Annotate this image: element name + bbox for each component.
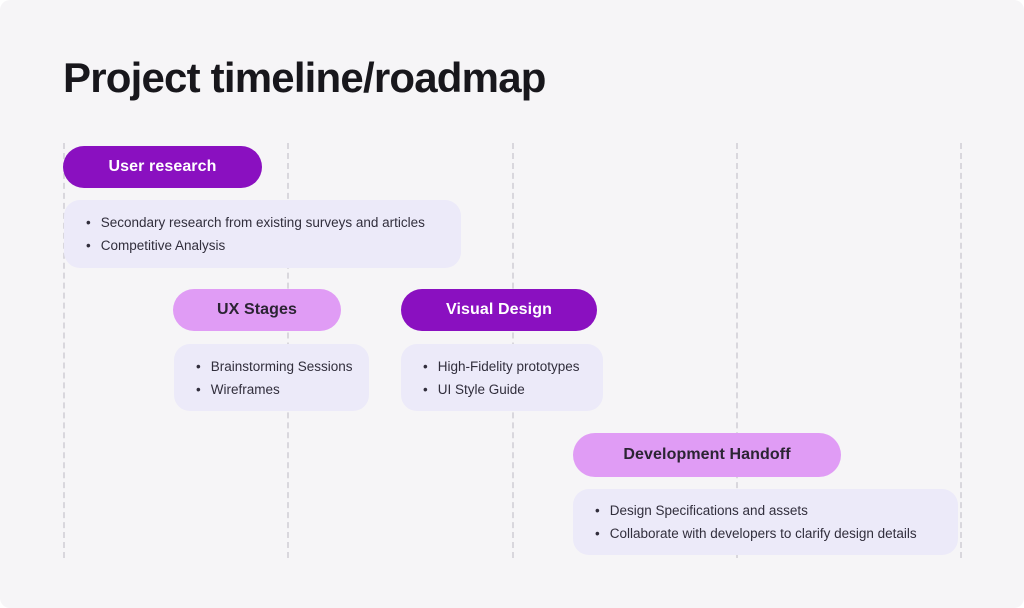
milestone-pill-development-handoff: Development Handoff bbox=[573, 433, 841, 477]
list-item: • Wireframes bbox=[196, 378, 355, 401]
bullet-list: • Secondary research from existing surve… bbox=[86, 211, 447, 257]
bullet-text: Wireframes bbox=[210, 381, 280, 397]
bullet-marker: • bbox=[86, 238, 91, 253]
bullet-marker: • bbox=[196, 358, 201, 374]
list-item: • High-Fidelity prototypes bbox=[423, 355, 589, 378]
list-item: • Design Specifications and assets bbox=[595, 499, 944, 522]
bullet-marker: • bbox=[86, 215, 91, 230]
bullet-marker: • bbox=[595, 526, 600, 541]
bullet-list: • Brainstorming Sessions • Wireframes bbox=[196, 355, 355, 401]
bullet-list: • Design Specifications and assets • Col… bbox=[595, 499, 944, 545]
milestone-pill-label: User research bbox=[108, 158, 217, 175]
milestone-pill-user-research: User research bbox=[63, 146, 262, 188]
bullet-marker: • bbox=[196, 381, 201, 397]
bullet-text: Design Specifications and assets bbox=[609, 503, 808, 518]
bullet-text: Brainstorming Sessions bbox=[210, 358, 353, 374]
list-item: • Collaborate with developers to clarify… bbox=[595, 522, 944, 545]
list-item: • Secondary research from existing surve… bbox=[86, 211, 447, 234]
milestone-pill-label: Visual Design bbox=[446, 301, 552, 318]
list-item: • Competitive Analysis bbox=[86, 234, 447, 257]
bullet-text: Collaborate with developers to clarify d… bbox=[609, 526, 917, 541]
bullet-list: • High-Fidelity prototypes • UI Style Gu… bbox=[423, 355, 589, 401]
timeline-gridline bbox=[736, 143, 738, 558]
bullet-text: UI Style Guide bbox=[437, 381, 525, 397]
milestone-card-visual-design: • High-Fidelity prototypes • UI Style Gu… bbox=[401, 344, 603, 411]
list-item: • UI Style Guide bbox=[423, 378, 589, 401]
milestone-card-user-research: • Secondary research from existing surve… bbox=[64, 200, 461, 268]
bullet-marker: • bbox=[423, 381, 428, 397]
timeline-gridline bbox=[960, 143, 962, 558]
bullet-text: High-Fidelity prototypes bbox=[437, 358, 580, 374]
milestone-pill-label: UX Stages bbox=[216, 301, 298, 318]
milestone-card-development-handoff: • Design Specifications and assets • Col… bbox=[573, 489, 958, 555]
bullet-marker: • bbox=[423, 358, 428, 374]
milestone-pill-label: Development Handoff bbox=[623, 446, 791, 463]
bullet-text: Secondary research from existing surveys… bbox=[100, 215, 425, 230]
milestone-pill-visual-design: Visual Design bbox=[401, 289, 597, 331]
page-title: Project timeline/roadmap bbox=[63, 54, 546, 101]
bullet-marker: • bbox=[595, 503, 600, 518]
timeline-gridline bbox=[63, 143, 65, 558]
milestone-card-ux-stages: • Brainstorming Sessions • Wireframes bbox=[174, 344, 369, 411]
bullet-text: Competitive Analysis bbox=[100, 238, 226, 253]
milestone-pill-ux-stages: UX Stages bbox=[173, 289, 341, 331]
list-item: • Brainstorming Sessions bbox=[196, 355, 355, 378]
